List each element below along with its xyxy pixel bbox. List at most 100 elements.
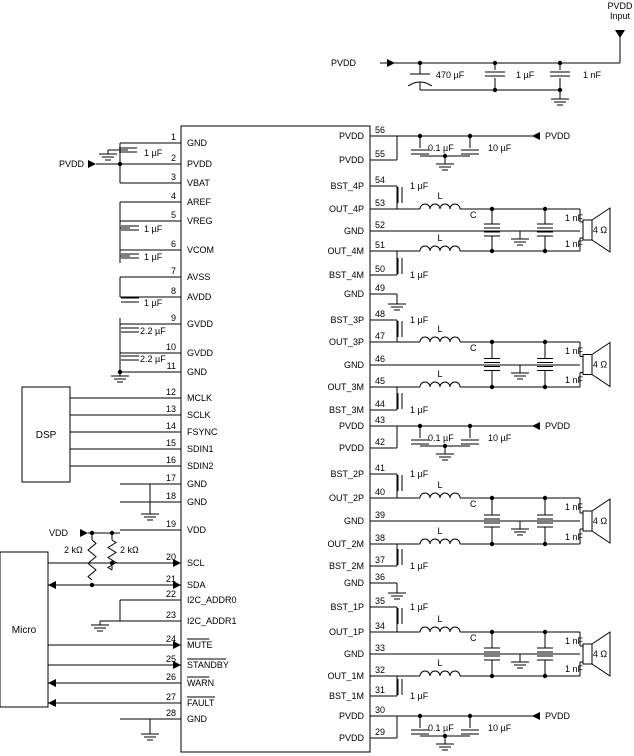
pin-name: SDA (187, 580, 206, 590)
inductor-label: L (437, 369, 442, 379)
pin-number: 21 (166, 574, 176, 584)
pin-number: 15 (166, 438, 176, 448)
pin-number: 29 (375, 727, 385, 737)
pin-name: AREF (187, 197, 212, 207)
pin-name: SDIN1 (187, 444, 214, 454)
pin-number: 32 (375, 665, 385, 675)
cap-value: 0.1 µF (428, 433, 454, 443)
cap-value: 10 µF (488, 143, 512, 153)
pin-name: GND (187, 714, 208, 724)
pin-name: I2C_ADDR0 (187, 595, 237, 605)
inductor-label: L (437, 658, 442, 668)
pin-name: GND (344, 516, 365, 526)
pin-number: 47 (375, 331, 385, 341)
cap-value: 2.2 µF (140, 354, 166, 364)
pin-name: SDIN2 (187, 461, 214, 471)
inductor (419, 381, 461, 388)
cap-value: 2.2 µF (140, 326, 166, 336)
arrow (48, 679, 56, 687)
pin-number: 27 (166, 692, 176, 702)
pvdd-net-label: PVDD (545, 421, 571, 431)
arrow (88, 160, 96, 168)
cap-value: 1 nF (565, 239, 584, 249)
cap-value: 470 µF (436, 70, 465, 80)
inductor (419, 336, 461, 343)
arrow (173, 581, 181, 589)
pin-name: BST_1P (330, 602, 364, 612)
junction-dot (442, 153, 448, 159)
cap-value: 1 µF (410, 405, 429, 415)
pin-name: AVSS (187, 272, 210, 282)
pin-name: OUT_4P (329, 204, 364, 214)
pin-number: 49 (375, 283, 385, 293)
pin-number: 56 (375, 125, 385, 135)
pin-name: BST_2P (330, 469, 364, 479)
vdd-label: VDD (49, 528, 69, 538)
pin-name: OUT_3P (329, 337, 364, 347)
inductor-label: L (437, 480, 442, 490)
pin-name: GND (344, 360, 365, 370)
pin-name: GND (344, 226, 365, 236)
arrow (173, 661, 181, 669)
pin-number: 52 (375, 220, 385, 230)
pin-name: GVDD (187, 348, 214, 358)
pin-number: 44 (375, 399, 385, 409)
pin-number: 54 (375, 175, 385, 185)
pvdd-net-label: PVDD (545, 711, 571, 721)
pin-number: 50 (375, 264, 385, 274)
pin-name: BST_4M (329, 270, 364, 280)
pin-name: MCLK (187, 393, 212, 403)
inductor (419, 626, 461, 633)
pin-name: PVDD (339, 443, 365, 453)
cap-value: 10 µF (488, 723, 512, 733)
arrow (48, 699, 56, 707)
pin-number: 12 (166, 387, 176, 397)
pin-number: 31 (375, 685, 385, 695)
pin-name: PVDD (339, 155, 365, 165)
pin-name: BST_3M (329, 405, 364, 415)
pin-number: 48 (375, 309, 385, 319)
cap-value: 1 µF (410, 315, 429, 325)
cap-value: 1 µF (410, 469, 429, 479)
pin-name: PVDD (339, 733, 365, 743)
pin-number: 7 (171, 266, 176, 276)
pin-name: FSYNC (187, 427, 218, 437)
arrow (48, 581, 56, 589)
pin-name: PVDD (187, 159, 213, 169)
cap-value: 1 µF (410, 561, 429, 571)
cap-value: 1 µF (410, 181, 429, 191)
pin-number: 9 (171, 313, 176, 323)
pin-number: 37 (375, 555, 385, 565)
arrow (387, 59, 395, 67)
pin-number: 11 (167, 361, 176, 371)
junction-dot (557, 87, 563, 93)
pin-name: SCL (187, 558, 205, 568)
cap-value: 10 µF (488, 433, 512, 443)
speaker-cone (591, 207, 611, 253)
speaker-cone (591, 498, 611, 544)
pin-number: 43 (375, 415, 385, 425)
dsp-label: DSP (36, 430, 57, 441)
micro-label: Micro (12, 625, 37, 636)
arrow (532, 422, 540, 430)
inductor-label: L (437, 526, 442, 536)
pin-name: PVDD (339, 711, 365, 721)
pin-name: OUT_1P (329, 627, 364, 637)
cap-label: C (470, 210, 477, 220)
pin-number: 34 (375, 621, 385, 631)
pin-number: 35 (375, 596, 385, 606)
dynamic-labels: 1GND2PVDD3VBAT4AREF5VREG6VCOM7AVSS8AVDD9… (12, 1, 633, 743)
pin-number: 14 (166, 421, 176, 431)
pin-number: 33 (375, 643, 385, 653)
pin-name: VDD (187, 525, 207, 535)
cap-value: 0.1 µF (428, 143, 454, 153)
speaker-coil (582, 643, 593, 665)
cap-label: C (470, 343, 477, 353)
pin-number: 6 (171, 239, 176, 249)
cap-value: 1 nF (583, 70, 602, 80)
cap-value: 1 nF (565, 636, 584, 646)
cap-value: 1 µF (144, 224, 163, 234)
pin-name: OUT_2P (329, 493, 364, 503)
resistor (107, 539, 117, 571)
